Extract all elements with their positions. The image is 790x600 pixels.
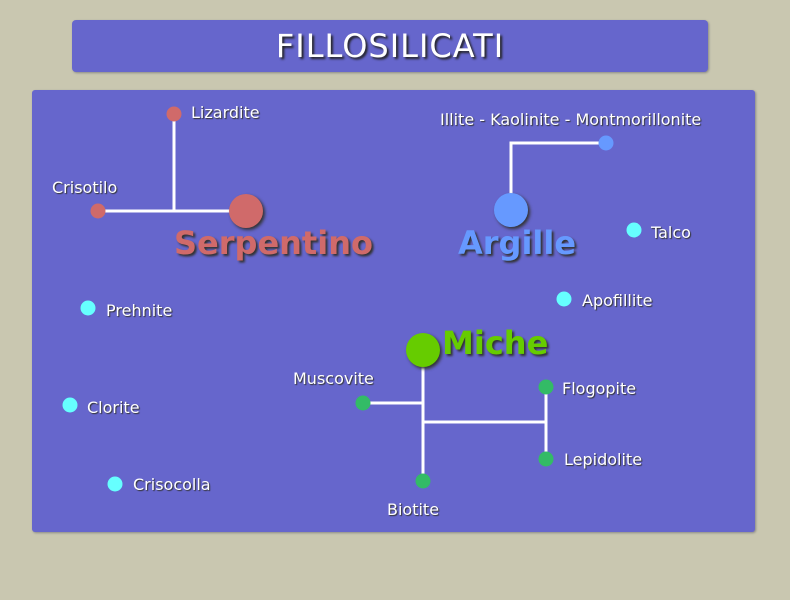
argille-label: Argille [458, 224, 577, 262]
page-title: FILLOSILICATI [275, 27, 505, 65]
argille-connector [509, 141, 606, 210]
argille-node [494, 193, 528, 227]
lepidolite-label: Lepidolite [564, 450, 643, 469]
prehnite-dot [80, 300, 96, 316]
crisocolla-dot [107, 476, 123, 492]
lepidolite-dot [538, 451, 554, 467]
apofillite-label: Apofillite [582, 291, 653, 310]
miche-connector [363, 350, 548, 481]
prehnite-label: Prehnite [106, 301, 173, 320]
miche-node [406, 333, 440, 367]
flogopite-dot [538, 379, 554, 395]
clorite-dot [62, 397, 78, 413]
talco-label: Talco [651, 223, 691, 242]
illite-label: Illite - Kaolinite - Montmorillonite [440, 110, 702, 129]
lizardite-label: Lizardite [191, 103, 260, 122]
crisotilo-dot [90, 203, 106, 219]
diagram-panel [32, 90, 755, 532]
crisocolla-label: Crisocolla [133, 475, 211, 494]
serpentino-label: Serpentino [174, 224, 373, 262]
lizardite-dot [166, 106, 182, 122]
muscovite-dot [355, 395, 371, 411]
crisotilo-label: Crisotilo [52, 178, 118, 197]
illite-dot [598, 135, 614, 151]
serpentino-node [229, 194, 263, 228]
serpentino-connector [98, 114, 246, 213]
talco-dot [626, 222, 642, 238]
miche-label: Miche [442, 324, 549, 362]
muscovite-label: Muscovite [293, 369, 374, 388]
biotite-dot [415, 473, 431, 489]
biotite-label: Biotite [387, 500, 440, 519]
clorite-label: Clorite [87, 398, 140, 417]
title-bar: FILLOSILICATI [72, 20, 708, 72]
apofillite-dot [556, 291, 572, 307]
flogopite-label: Flogopite [562, 379, 637, 398]
